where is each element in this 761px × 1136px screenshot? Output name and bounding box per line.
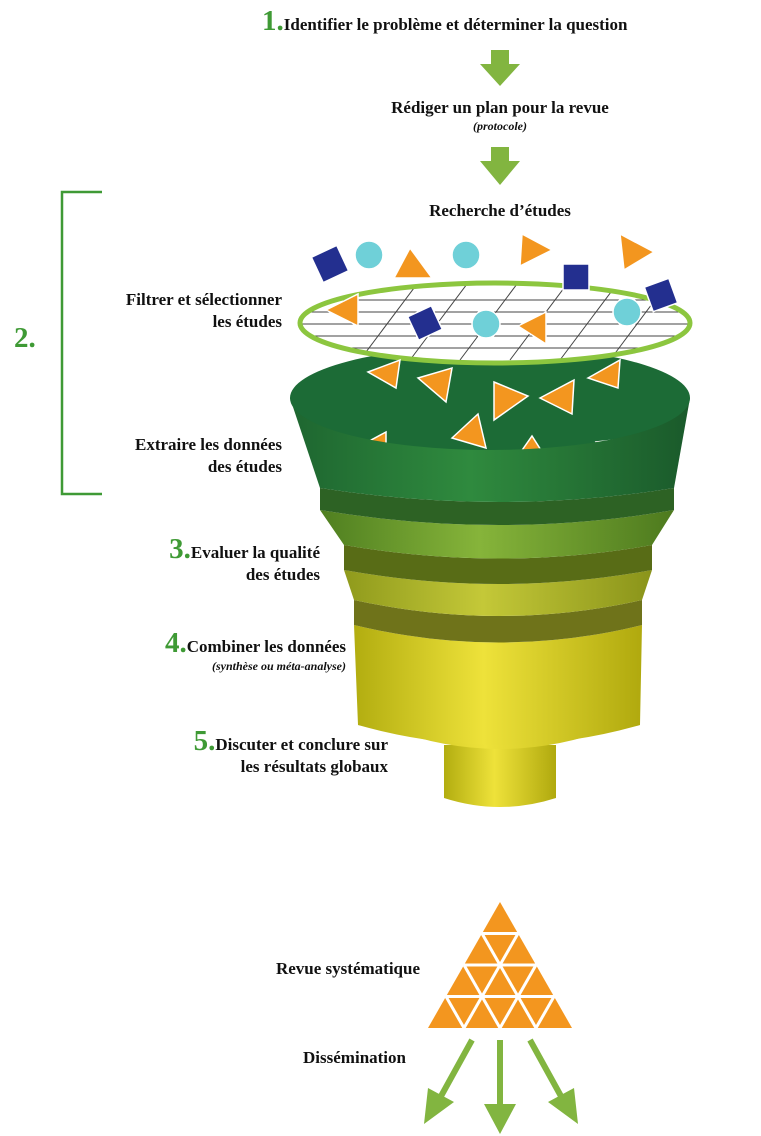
search-label: Recherche d’études — [429, 201, 571, 220]
step-4-note: (synthèse ou méta-analyse) — [212, 659, 346, 673]
down-arrow-icon — [484, 1040, 516, 1134]
square-icon — [562, 263, 590, 291]
triangle-icon — [366, 358, 401, 390]
pyramid-icon — [428, 902, 572, 1029]
extract-line-1: Extraire les données — [134, 435, 282, 454]
down-arrow-icon — [480, 147, 520, 185]
funnel — [290, 346, 690, 807]
step-5-line-2: les résultats globaux — [240, 757, 388, 776]
step-3-line-2: des études — [245, 565, 320, 584]
result-label: Revue systématique — [275, 959, 420, 978]
triangle-icon — [450, 412, 488, 450]
step-4-number: 4. — [164, 627, 187, 659]
triangle-icon — [619, 232, 656, 272]
step-4-line-1: Combiner les données — [186, 637, 346, 656]
plan-label: Rédiger un plan pour la revue (protocole… — [340, 97, 660, 133]
square-icon — [406, 304, 444, 342]
extract-line-2: des études — [207, 457, 282, 476]
extract-label: Extraire les données des études — [40, 434, 282, 478]
triangle-icon — [516, 434, 548, 450]
filter-line-2: les études — [212, 312, 282, 331]
step-1-number: 1. — [262, 5, 284, 37]
down-arrow-icon — [480, 50, 520, 86]
triangle-icon — [586, 358, 621, 390]
triangle-icon — [493, 380, 530, 422]
step-1-label: 1.Identifier le problème et déterminer l… — [262, 7, 628, 36]
square-icon — [310, 244, 350, 284]
dissemination-label: Dissémination — [303, 1048, 406, 1067]
step-5-label: 5.Discuter et conclure sur les résultats… — [90, 727, 388, 778]
triangle-icon — [538, 378, 575, 416]
down-arrow-icon — [424, 1038, 475, 1124]
plan-note: (protocole) — [473, 119, 527, 133]
square-icon — [643, 277, 679, 313]
circle-icon — [354, 240, 384, 270]
filter-line-1: Filtrer et sélectionner — [125, 290, 282, 309]
bracket-icon — [60, 190, 102, 496]
circle-icon — [471, 309, 501, 339]
step-3-line-1: Evaluer la qualité — [190, 543, 320, 562]
step-1-text: Identifier le problème et déterminer la … — [283, 15, 628, 34]
triangle-icon — [519, 232, 554, 268]
plan-text: Rédiger un plan pour la revue — [391, 98, 609, 117]
step-5-line-1: Discuter et conclure sur — [215, 735, 388, 754]
triangle-icon — [516, 310, 547, 346]
triangle-icon — [324, 292, 359, 328]
step-2-number: 2. — [14, 322, 36, 354]
triangle-icon — [392, 246, 434, 279]
triangle-icon — [416, 366, 453, 404]
step-4-label: 4.Combiner les données (synthèse ou méta… — [60, 629, 346, 674]
step-3-number: 3. — [169, 533, 191, 565]
circle-icon — [612, 297, 642, 327]
circle-icon — [451, 240, 481, 270]
filter-label: Filtrer et sélectionner les études — [40, 289, 282, 333]
step-5-number: 5. — [193, 725, 216, 757]
step-3-label: 3.Evaluer la qualité des études — [60, 535, 320, 586]
down-arrow-icon — [527, 1038, 578, 1124]
